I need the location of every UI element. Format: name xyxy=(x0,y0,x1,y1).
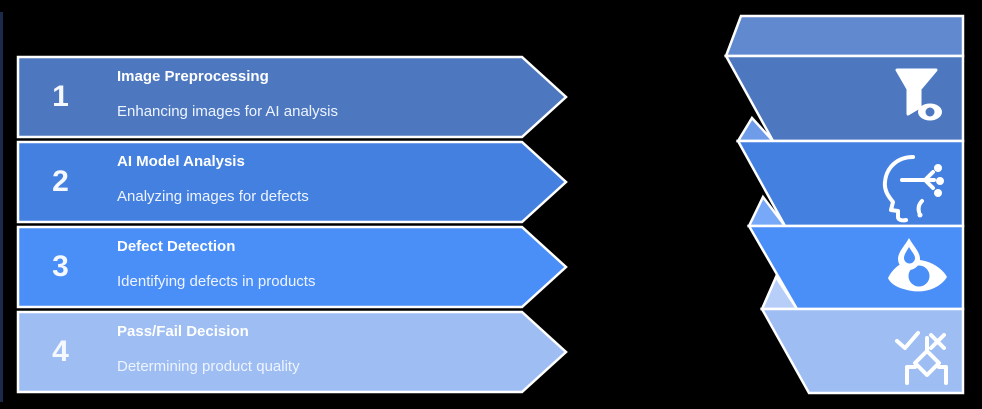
step-arrow-2 xyxy=(16,140,568,224)
step-arrows xyxy=(16,55,568,394)
step-number: 4 xyxy=(52,335,69,368)
step-subtitle: Identifying defects in products xyxy=(117,273,316,290)
step-subtitle: Determining product quality xyxy=(117,358,300,375)
step-title: Pass/Fail Decision xyxy=(117,323,249,340)
step-subtitle: Analyzing images for defects xyxy=(117,188,309,205)
step-title: Defect Detection xyxy=(117,238,236,255)
ribbon-band-4 xyxy=(759,307,965,395)
step-arrow-3 xyxy=(16,225,568,309)
step-arrow-1 xyxy=(16,55,568,139)
step-arrow-4 xyxy=(16,310,568,394)
left-accent-stripe xyxy=(0,12,3,402)
droplet-eye-icon xyxy=(888,238,947,292)
ai-head-circuit-icon xyxy=(882,155,944,223)
step-number: 1 xyxy=(52,80,69,113)
pass-fail-check-x-icon xyxy=(895,331,948,385)
step-number: 2 xyxy=(52,165,69,198)
ribbon-fold-1 xyxy=(724,14,965,58)
step-title: AI Model Analysis xyxy=(117,153,245,170)
step-title: Image Preprocessing xyxy=(117,68,269,85)
filter-eye-icon xyxy=(895,68,942,121)
step-subtitle: Enhancing images for AI analysis xyxy=(117,103,338,120)
step-number: 3 xyxy=(52,250,69,283)
